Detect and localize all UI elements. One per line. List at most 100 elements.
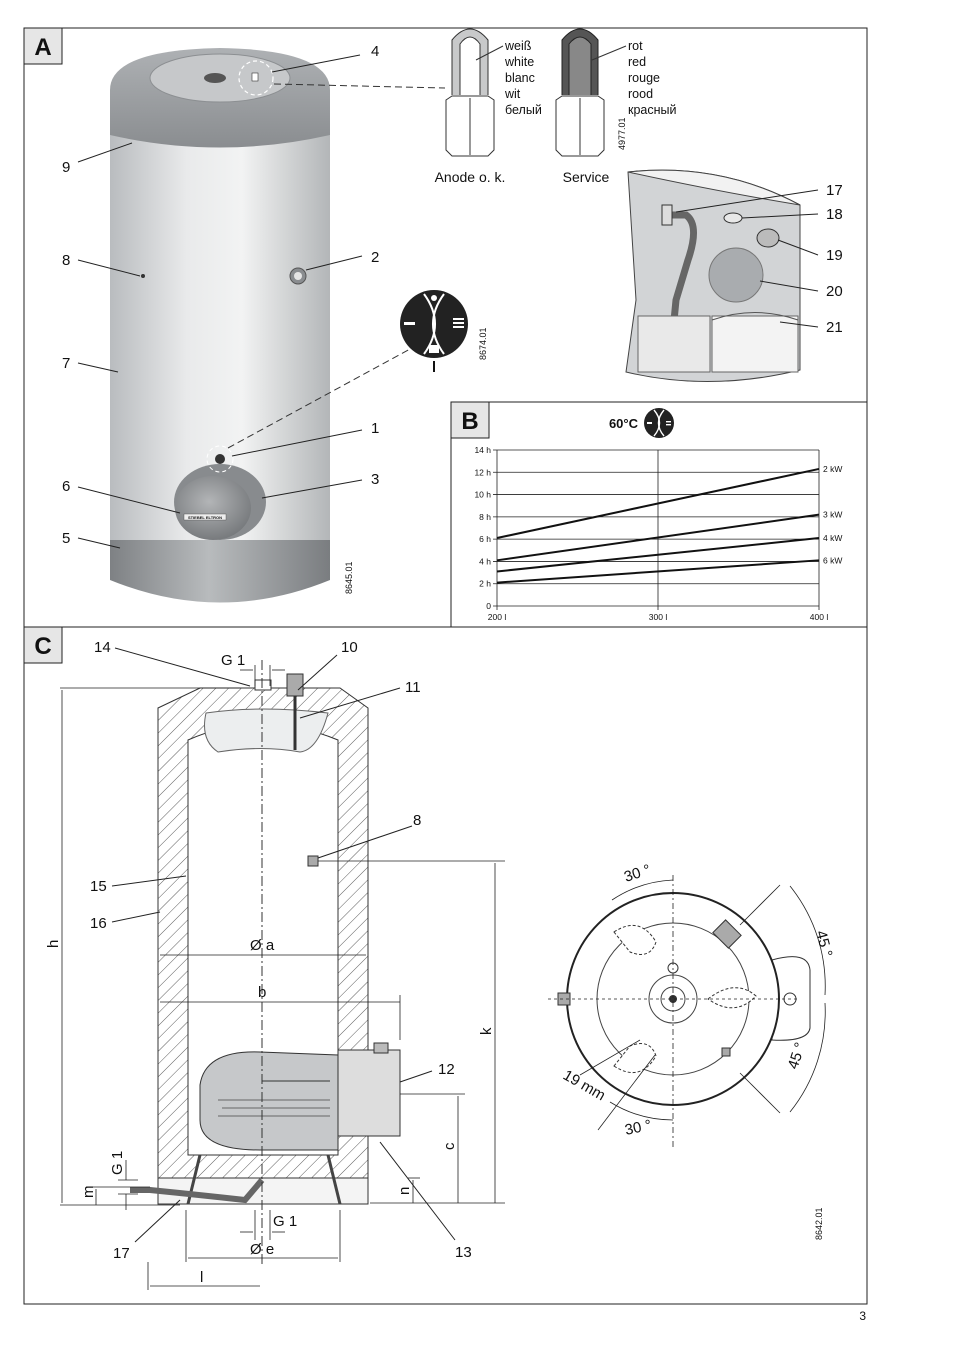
chart-y-tick-label: 0 xyxy=(486,601,491,611)
svg-text:k: k xyxy=(478,1027,495,1035)
svg-text:G 1: G 1 xyxy=(109,1151,126,1175)
panel-c-callout-numbers: 14 10 11 8 15 16 12 13 17 xyxy=(90,639,472,1262)
svg-text:5: 5 xyxy=(62,530,70,547)
svg-text:21: 21 xyxy=(826,319,843,336)
cutaway-callouts xyxy=(675,189,819,328)
chart-x-tick-label: 400 l xyxy=(810,612,829,622)
chart-y-tick-label: 4 h xyxy=(479,556,491,566)
chart-y-tick-label: 10 h xyxy=(474,490,491,500)
svg-text:weiß: weiß xyxy=(504,39,532,53)
svg-text:G 1: G 1 xyxy=(273,1213,297,1230)
brand-plate-text: STIEBEL ELTRON xyxy=(188,515,222,520)
chart-y-tick-label: 8 h xyxy=(479,512,491,522)
svg-text:7: 7 xyxy=(62,355,70,372)
svg-text:19: 19 xyxy=(826,247,843,264)
chart-series-label: 4 kW xyxy=(823,533,842,543)
svg-text:l: l xyxy=(200,1269,203,1286)
panel-label-b: B xyxy=(450,401,490,439)
chart-series-line xyxy=(496,537,820,573)
dimension-labels: G 1 Ø a b h k c n m G 1 G 1 Ø e l xyxy=(45,652,495,1286)
svg-text:Anode o. k.: Anode o. k. xyxy=(435,169,506,185)
svg-text:rouge: rouge xyxy=(628,71,660,85)
chart-series-label: 2 kW xyxy=(823,464,842,474)
chart-series-label: 3 kW xyxy=(823,510,842,520)
anode-indicator-white-icon xyxy=(445,28,504,157)
svg-text:8: 8 xyxy=(413,812,421,829)
svg-text:17: 17 xyxy=(113,1245,130,1262)
svg-text:45 °: 45 ° xyxy=(812,929,835,959)
svg-text:60°C: 60°C xyxy=(609,416,639,431)
svg-text:9: 9 xyxy=(62,159,70,176)
svg-text:rot: rot xyxy=(628,39,643,53)
svg-text:8: 8 xyxy=(62,252,70,269)
svg-text:20: 20 xyxy=(826,283,843,300)
svg-text:3: 3 xyxy=(371,471,379,488)
tank-cutaway-illustration xyxy=(625,169,801,382)
section-drawing xyxy=(130,673,401,1205)
svg-text:15: 15 xyxy=(90,878,107,895)
top-view-dimensions xyxy=(548,875,826,1150)
anode-white-labels: weiß white blanc wit белый Anode o. k. xyxy=(435,39,542,185)
svg-text:6: 6 xyxy=(62,478,70,495)
cutaway-callout-numbers: 17 18 19 20 21 xyxy=(826,182,843,336)
dimension-lines xyxy=(60,665,505,1290)
svg-text:wit: wit xyxy=(504,87,521,101)
svg-text:1: 1 xyxy=(371,420,379,437)
panel-label-a: A xyxy=(23,27,63,65)
svg-text:белый: белый xyxy=(505,103,542,117)
svg-text:m: m xyxy=(80,1186,97,1199)
chart-y-tick-label: 2 h xyxy=(479,579,491,589)
panel-c-callouts xyxy=(111,647,456,1243)
svg-text:красный: красный xyxy=(628,103,677,117)
svg-text:G 1: G 1 xyxy=(221,652,245,669)
anode-red-labels: rot red rouge rood красный Service xyxy=(563,39,677,185)
thermostat-knob-icon xyxy=(400,290,468,372)
chart-y-tick-label: 6 h xyxy=(479,534,491,544)
chart-title: 60°C xyxy=(609,416,639,431)
svg-text:Service: Service xyxy=(563,169,610,185)
svg-text:12: 12 xyxy=(438,1061,455,1078)
svg-text:B: B xyxy=(461,408,478,435)
chart-series-label: 6 kW xyxy=(823,555,842,565)
svg-text:blanc: blanc xyxy=(505,71,535,85)
svg-text:Ø e: Ø e xyxy=(250,1241,274,1258)
chart-plot-area: 0 2 h 4 h 6 h 8 h 10 h 12 h 14 h 200 l 300 l 400 l… xyxy=(474,445,842,622)
chart-series-line xyxy=(496,513,820,562)
anode-indicator-red-icon xyxy=(555,28,627,157)
svg-text:Ø a: Ø a xyxy=(250,937,275,954)
svg-text:4: 4 xyxy=(371,43,379,60)
svg-text:c: c xyxy=(441,1142,458,1150)
panel-a-callouts xyxy=(77,54,363,549)
svg-text:13: 13 xyxy=(455,1244,472,1261)
drawing-code-8674: 8674.01 xyxy=(478,327,488,360)
svg-text:30 °: 30 ° xyxy=(622,861,653,885)
svg-text:C: C xyxy=(34,633,51,660)
svg-text:11: 11 xyxy=(405,679,421,696)
svg-text:14: 14 xyxy=(94,639,111,656)
svg-text:red: red xyxy=(628,55,646,69)
svg-text:rood: rood xyxy=(628,87,653,101)
svg-text:b: b xyxy=(258,984,266,1001)
chart-x-tick-label: 200 l xyxy=(488,612,507,622)
chart-y-tick-label: 14 h xyxy=(474,445,491,455)
svg-text:h: h xyxy=(45,940,62,948)
svg-text:A: A xyxy=(34,34,51,61)
svg-text:16: 16 xyxy=(90,915,107,932)
svg-text:n: n xyxy=(396,1187,413,1195)
chart-x-tick-label: 300 l xyxy=(649,612,668,622)
drawing-code-8642: 8642.01 xyxy=(814,1207,824,1240)
chart-y-tick-label: 12 h xyxy=(474,467,491,477)
svg-text:45 °: 45 ° xyxy=(785,1040,809,1071)
panel-a-callout-numbers: 4 9 8 2 7 1 6 3 5 xyxy=(62,43,379,547)
drawing-code-8645: 8645.01 xyxy=(344,561,354,594)
chart-series-line xyxy=(496,467,820,540)
svg-text:10: 10 xyxy=(341,639,358,656)
frames xyxy=(23,27,868,1305)
svg-text:17: 17 xyxy=(826,182,843,199)
chart-series-line xyxy=(496,559,820,584)
svg-text:18: 18 xyxy=(826,206,843,223)
chart-knob-icon xyxy=(644,408,674,438)
svg-text:2: 2 xyxy=(371,249,379,266)
page-number: 3 xyxy=(859,1309,866,1323)
